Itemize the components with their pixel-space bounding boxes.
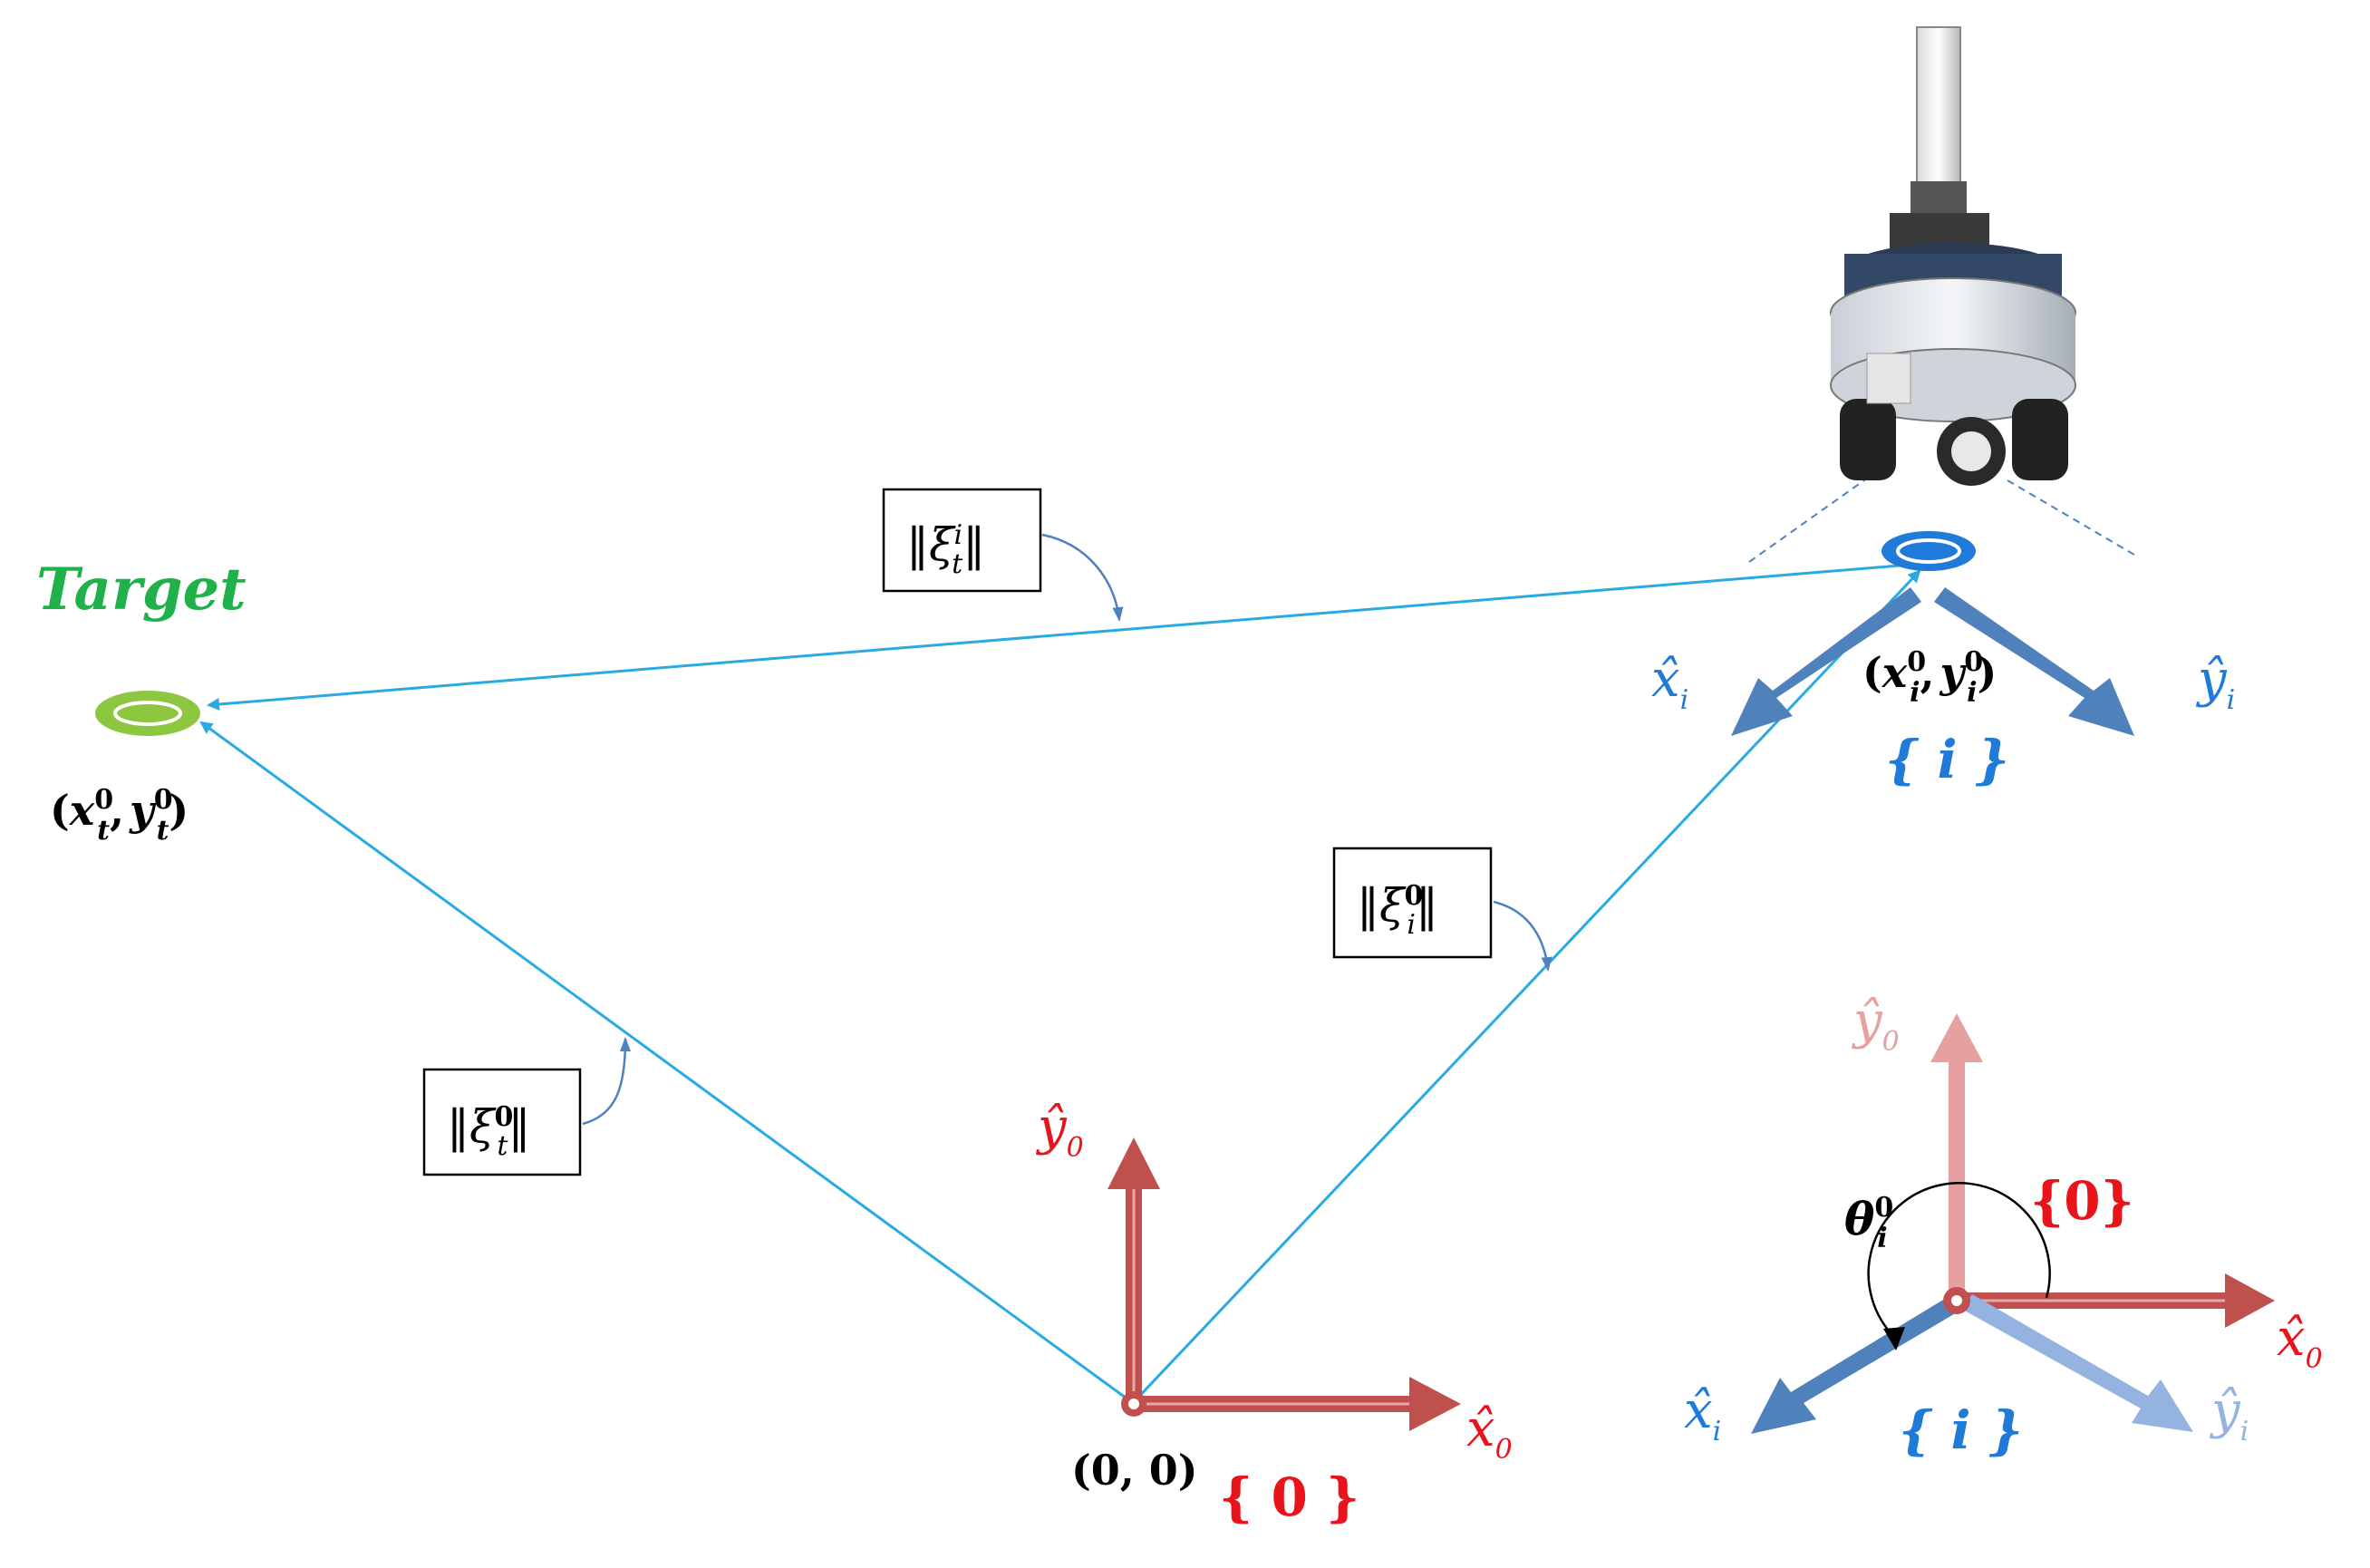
norm-box-origin-to-target	[422, 1068, 582, 1176]
inset-xi-axis-label: x̂i	[1684, 1381, 1721, 1447]
inset-xi-axis-arrow	[1751, 1294, 1963, 1434]
robot-y-axis-label: ŷi	[2195, 650, 2235, 716]
world-x-axis-arrow	[1409, 1377, 1461, 1431]
robot-frame-axes	[1731, 587, 2134, 736]
norm-box-origin-to-robot	[1332, 847, 1493, 959]
inset-yi-axis-label: ŷi	[2209, 1381, 2249, 1447]
world-y-axis-arrow	[1108, 1137, 1160, 1189]
inset-world-frame-label: {0}	[2030, 1170, 2134, 1232]
inset-y0-axis-label: ŷ0	[1851, 992, 1900, 1058]
target-title: Target	[36, 556, 247, 624]
target-marker	[95, 691, 200, 736]
robot-x-axis-arrow	[1731, 587, 1921, 736]
inset-x0-axis-arrow	[2225, 1273, 2275, 1328]
inset-yi-axis-arrow	[1961, 1294, 2193, 1432]
world-frame-axes	[1108, 1137, 1461, 1431]
robot-position-marker	[1881, 531, 1976, 571]
line-origin-to-robot	[1131, 569, 1921, 1405]
inset-robot-frame-label: { i }	[1899, 1399, 2023, 1461]
line-origin-to-target	[199, 721, 1134, 1405]
robot-x-axis-label: x̂i	[1651, 650, 1688, 716]
inset-angle-arc	[1867, 1182, 2051, 1338]
robot-y-axis-arrow	[1934, 587, 2134, 736]
world-x-axis-label: x̂0	[1466, 1399, 1513, 1466]
callout-arrow-origin-to-target	[582, 1037, 631, 1126]
inset-frame-axes	[1751, 1013, 2275, 1434]
callout-arrow-robot-to-target	[1041, 533, 1124, 622]
callout-arrow-origin-to-robot	[1493, 900, 1553, 972]
norm-box-robot-to-target	[882, 488, 1042, 593]
world-y-axis-label: ŷ0	[1035, 1098, 1084, 1164]
robot-illustration	[1748, 26, 2140, 563]
inset-x0-axis-label: x̂0	[2277, 1309, 2323, 1375]
robot-frame-label: { i }	[1885, 729, 2009, 790]
world-frame-label: { 0 }	[1219, 1466, 1359, 1528]
inset-y0-axis-arrow	[1930, 1013, 1983, 1062]
line-robot-to-target	[207, 562, 1922, 711]
origin-label: (0, 0)	[1071, 1446, 1198, 1495]
